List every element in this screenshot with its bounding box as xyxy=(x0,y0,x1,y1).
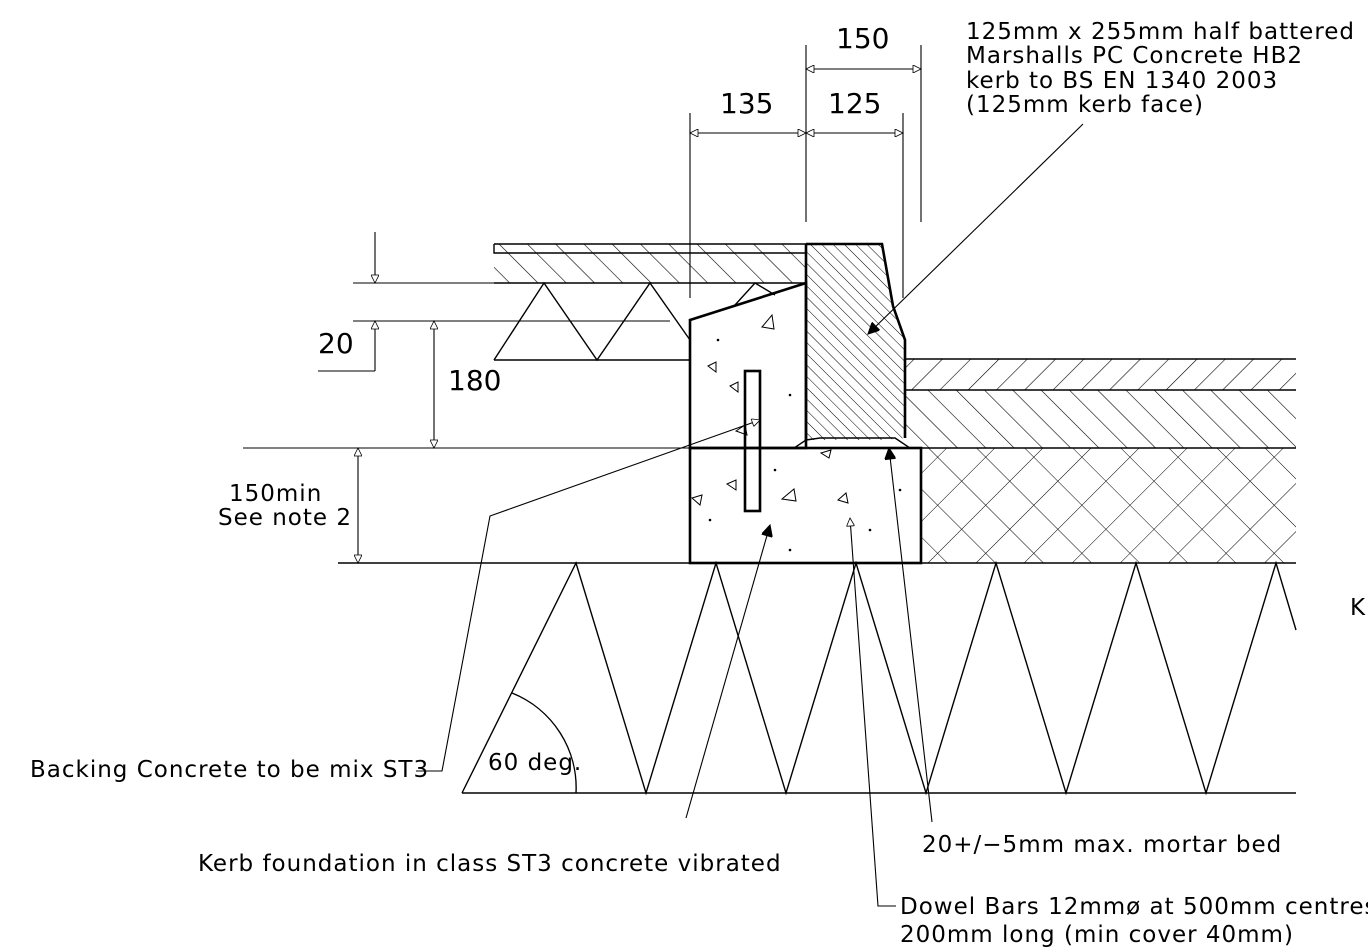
dim-180: 180 xyxy=(448,364,501,397)
capping-layer xyxy=(338,560,1297,796)
dim-150min: 150min xyxy=(229,481,322,507)
dim-see-note: See note 2 xyxy=(218,505,352,531)
angle-label: 60 deg. xyxy=(488,750,582,776)
backing-concrete-label: Backing Concrete to be mix ST3 xyxy=(30,757,429,783)
cut-off-label: K xyxy=(1350,595,1366,621)
kerb-spec-line-4: (125mm kerb face) xyxy=(966,92,1204,118)
dowel-bar xyxy=(743,369,762,513)
kerb-unit xyxy=(791,242,913,449)
dim-135: 135 xyxy=(720,87,773,120)
dim-20: 20 xyxy=(318,327,354,360)
dowel-label-line-1: Dowel Bars 12mmø at 500mm centres xyxy=(900,894,1368,920)
leader-lines xyxy=(416,123,1084,907)
kerb-spec-line-2: Marshalls PC Concrete HB2 xyxy=(966,43,1303,69)
backing-concrete xyxy=(688,281,808,450)
kerb-spec-line-3: kerb to BS EN 1340 2003 xyxy=(966,68,1278,94)
kerb-foundation xyxy=(688,446,923,565)
carriageway-layers xyxy=(905,358,1296,563)
dimension-lines xyxy=(358,69,921,563)
footway-surface-layer xyxy=(493,243,806,284)
dowel-label-line-2: 200mm long (min cover 40mm) xyxy=(900,922,1294,948)
foundation-label: Kerb foundation in class ST3 concrete vi… xyxy=(198,851,782,877)
mortar-bed-label: 20+/−5mm max. mortar bed xyxy=(922,832,1282,858)
dim-150: 150 xyxy=(836,22,889,55)
concrete-aggregate xyxy=(690,313,902,552)
kerb-spec-line-1: 125mm x 255mm half battered xyxy=(966,19,1355,45)
dim-125: 125 xyxy=(828,87,881,120)
footway-subbase xyxy=(493,281,776,362)
